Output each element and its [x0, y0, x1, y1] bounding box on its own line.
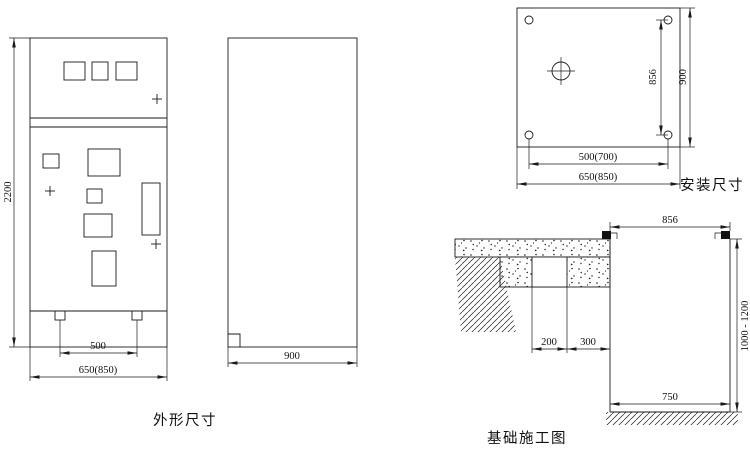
- earth-hatch-left: [455, 257, 516, 332]
- front-view: [29, 37, 168, 348]
- foundation-view-title: 基础施工图: [487, 430, 567, 447]
- base-foot-left: [54, 310, 66, 321]
- dim-text-height: 2200: [3, 182, 14, 203]
- foundation-view-dimensions: 856 200 300 750 1000 - 1200: [531, 215, 750, 413]
- concrete-slab-top: [454, 238, 611, 258]
- front-panel-small-a: [42, 153, 60, 169]
- dim-text-step-large: 300: [580, 337, 596, 348]
- dim-text-width: 650(850): [79, 365, 118, 376]
- vent-window-2: [91, 61, 109, 81]
- door-lock-icon-mid: [45, 186, 55, 196]
- dim-text-trench-bottom: 750: [662, 392, 678, 403]
- dim-text-foot-spacing: 500: [90, 341, 106, 352]
- front-panel-meter: [87, 148, 121, 177]
- install-view-title: 安装尺寸: [680, 177, 744, 194]
- front-view-title: 外形尺寸: [153, 412, 217, 429]
- vent-window-1: [63, 61, 86, 81]
- door-lock-icon-top: [152, 94, 162, 104]
- dim-text-trench-depth: 1000 - 1200: [740, 301, 750, 352]
- front-view-dimensions: 2200 500 650(850): [3, 37, 168, 381]
- earth-hatch-floor: [606, 412, 738, 425]
- side-base-step: [228, 333, 241, 347]
- front-panel-tall: [141, 182, 161, 236]
- install-view: [516, 7, 681, 148]
- base-foot-right: [131, 310, 143, 321]
- dim-text-trench-top: 856: [662, 215, 678, 226]
- embedded-anchor-left: [602, 231, 618, 239]
- install-plan-outline: [516, 7, 681, 148]
- install-view-dimensions: 856 900 500(700) 650(850): [516, 7, 695, 189]
- dim-text-plan-width: 650(850): [579, 172, 618, 183]
- side-view: [227, 37, 358, 348]
- front-panel-small-c: [83, 213, 113, 238]
- cabinet-front-outline: [29, 37, 168, 348]
- mounting-hole-top-left: [524, 15, 534, 25]
- slab-recess-notch: [531, 256, 568, 288]
- side-view-dimensions: 900: [227, 347, 358, 367]
- mounting-hole-bottom-left: [524, 130, 534, 140]
- dim-text-step-small: 200: [541, 337, 557, 348]
- vent-window-3: [115, 61, 138, 81]
- dim-text-plan-depth: 900: [678, 69, 689, 85]
- embedded-anchor-right: [714, 231, 730, 239]
- foundation-view: [454, 231, 738, 425]
- door-lock-icon-low: [151, 239, 161, 249]
- front-panel-small-b: [86, 188, 103, 204]
- cabinet-side-outline: [227, 37, 358, 348]
- dim-text-hole-width: 500(700): [579, 152, 618, 163]
- dim-text-hole-depth: 856: [648, 69, 659, 85]
- front-panel-small-d: [91, 250, 117, 287]
- dim-text-depth: 900: [284, 351, 300, 362]
